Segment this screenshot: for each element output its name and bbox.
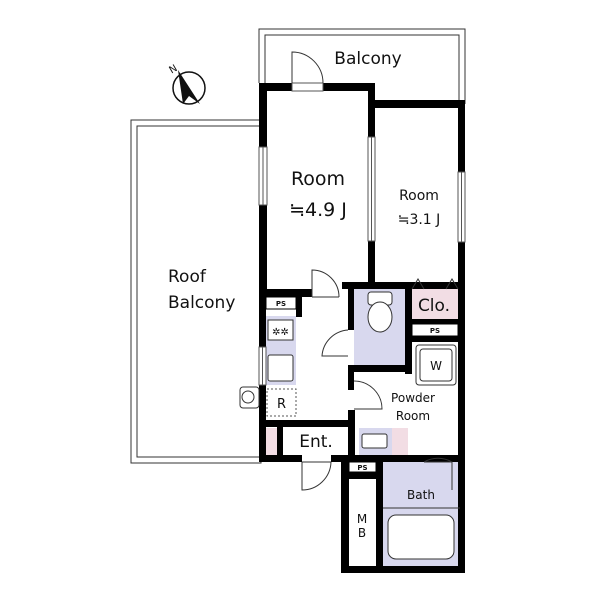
balcony-label: Balcony: [334, 49, 401, 69]
compass-north-label: N: [168, 63, 180, 76]
toilet-icon: [367, 291, 393, 333]
room-main-label: Room: [291, 168, 345, 190]
meter-box-label-line2: B: [358, 526, 366, 540]
pipe-space-label-kitchen: PS: [276, 300, 286, 308]
refrigerator-label: R: [277, 397, 286, 412]
powder-sink-icon: [361, 433, 388, 449]
walls: [259, 83, 465, 573]
meter-box-label-line1: M: [357, 512, 367, 526]
bathtub-icon: [387, 514, 455, 560]
washer-icon: [415, 344, 457, 386]
roof-balcony-label-line1: Roof: [168, 267, 207, 287]
stove-icon: ✲✲: [267, 319, 294, 341]
bath-label: Bath: [407, 488, 435, 502]
washer-label: W: [430, 359, 442, 373]
roof-balcony-outline: [130, 119, 262, 464]
pipe-space-label-closet: PS: [430, 327, 440, 335]
room-main-size: ≒4.9 J: [289, 199, 347, 221]
north-arrow-icon: N: [168, 63, 206, 105]
room-second-size: ≒3.1 J: [398, 212, 441, 228]
entrance-label: Ent.: [299, 432, 333, 452]
svg-text:✲✲: ✲✲: [272, 327, 289, 338]
powder-room-label-line1: Powder: [391, 391, 435, 405]
pipe-space-label-bath: PS: [357, 464, 367, 472]
entrance-pink-strip: [265, 428, 277, 455]
balcony-outline: [258, 28, 466, 104]
room-second-label: Room: [399, 188, 439, 204]
powder-pink-strip: [392, 428, 408, 456]
refrigerator-icon: [266, 388, 297, 417]
kitchen-sink-icon: [267, 354, 294, 382]
powder-room-label-line2: Room: [396, 409, 430, 423]
ac-unit-icon: [239, 386, 260, 409]
closet-area: [409, 289, 460, 319]
windows: [258, 82, 466, 386]
door-swings: [291, 51, 459, 491]
closet-label: Clo.: [418, 296, 450, 316]
pipe-spaces: [265, 296, 459, 473]
roof-balcony-label-line2: Balcony: [168, 293, 235, 313]
